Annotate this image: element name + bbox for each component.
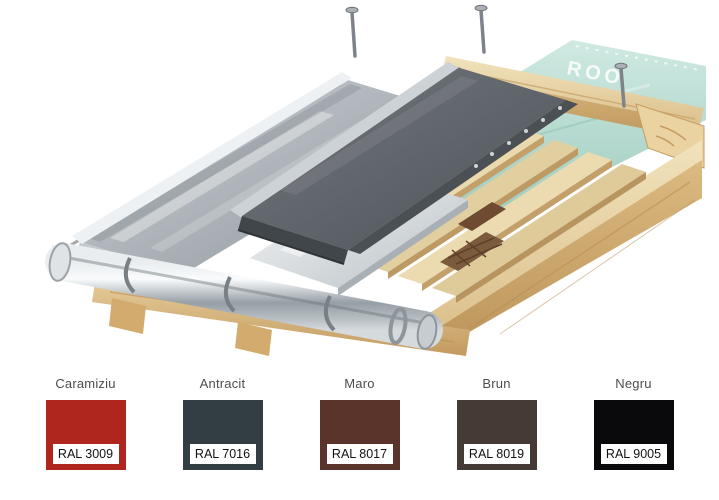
- swatch-color-box[interactable]: RAL 3009: [45, 400, 126, 470]
- swatch-negru: Negru RAL 9005: [593, 376, 674, 470]
- eaves-closure-blocks: [440, 202, 506, 271]
- color-palette: Caramiziu RAL 3009 Antracit RAL 7016 Mar…: [0, 376, 719, 470]
- rafter-tails: [109, 298, 272, 356]
- panel-dark-grey: [230, 62, 578, 265]
- swatch-antracit: Antracit RAL 7016: [182, 376, 263, 470]
- gutter-end-cap-right: [416, 314, 438, 350]
- swatch-name: Brun: [482, 376, 511, 391]
- swatch-name: Maro: [344, 376, 375, 391]
- fixing-holes: [474, 106, 562, 168]
- ral-code: RAL 7016: [189, 444, 256, 464]
- ral-code: RAL 9005: [600, 444, 667, 464]
- swatch-color-box[interactable]: RAL 9005: [593, 400, 674, 470]
- fastening-screws: [345, 4, 628, 108]
- gutter: [45, 242, 443, 350]
- gutter-end-cap-left: [48, 242, 72, 282]
- ral-code: RAL 3009: [52, 444, 119, 464]
- swatch-caramiziu: Caramiziu RAL 3009: [45, 376, 126, 470]
- swatch-color-box[interactable]: RAL 8017: [319, 400, 400, 470]
- ral-code: RAL 8017: [326, 444, 393, 464]
- swatch-name: Caramiziu: [55, 376, 116, 391]
- swatch-maro: Maro RAL 8017: [319, 376, 400, 470]
- gutter-brackets: [123, 257, 336, 332]
- swatch-color-box[interactable]: RAL 7016: [182, 400, 263, 470]
- roof-render: ROO: [45, 4, 706, 356]
- gutter-connector-ring: [388, 307, 408, 345]
- swatch-brun: Brun RAL 8019: [456, 376, 537, 470]
- ral-code: RAL 8019: [463, 444, 530, 464]
- swatch-name: Negru: [615, 376, 652, 391]
- swatch-name: Antracit: [199, 376, 246, 391]
- roof-system-illustration: ROO: [45, 4, 706, 356]
- swatch-color-box[interactable]: RAL 8019: [456, 400, 537, 470]
